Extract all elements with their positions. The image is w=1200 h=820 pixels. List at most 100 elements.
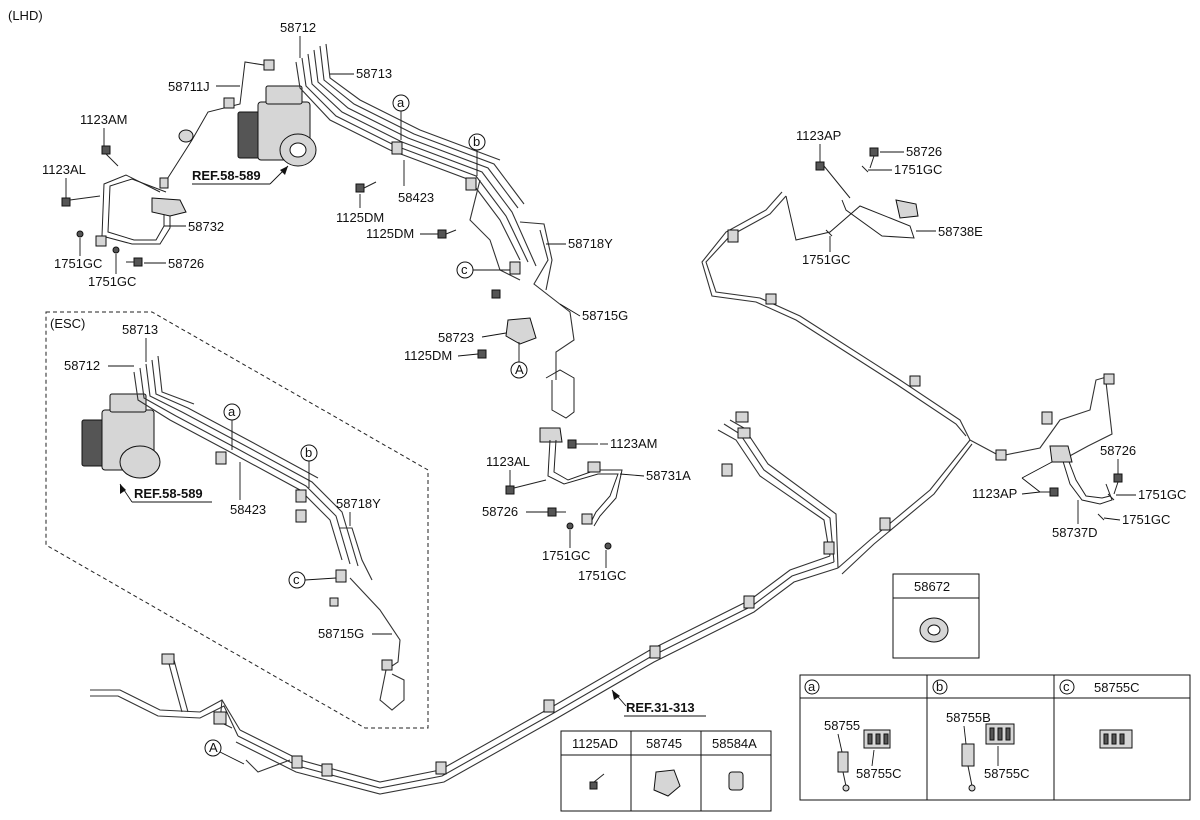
hose-58732 [101,174,171,245]
label-1123AM-mid: 1123AM [610,436,657,451]
esc-label: (ESC) [50,316,85,331]
label-1123AM-top: 1123AM [80,112,127,127]
svg-text:c: c [461,262,468,277]
bolt-1123AL-mid [505,479,547,495]
label-esc-58423: 58423 [230,502,266,517]
table-58672: 58672 [892,573,980,659]
plug-58584A [728,771,744,791]
label-1123AP-right: 1123AP [972,486,1017,501]
esc-region [45,311,429,729]
callout-b-main: b [468,133,486,176]
label-1125DM-3: 1125DM [404,348,452,363]
label-58726-tr: 58726 [906,144,942,159]
label-1751GC-l2: 1751GC [88,274,136,289]
svg-text:a: a [397,95,405,110]
label-58713: 58713 [356,66,392,81]
pipe-loop-mid [545,369,575,419]
label-1751GC-r1: 1751GC [1138,487,1186,502]
label-58711J: 58711J [168,79,210,94]
callout-c-main: c [456,261,510,279]
pipe-bundle-main [295,43,575,380]
svg-text:c: c [1063,679,1070,694]
label-58731A: 58731A [646,468,691,483]
clip-58755C-c [1099,729,1133,749]
bolt-58726-mid [547,507,566,517]
screw-1125AD [589,773,605,790]
bolt-1123AM-top [101,145,119,167]
callout-c-esc: c [288,571,337,589]
clip-58755C-a [863,729,891,749]
label-1123AL-mid: 1123AL [486,454,530,469]
label-1123AP-top: 1123AP [796,128,841,143]
label-58712: 58712 [280,20,316,35]
callout-a-main: a [392,94,410,140]
bracket-58755B [961,743,976,792]
cell-a-label-58755: 58755 [824,718,860,733]
label-58726-right: 58726 [1100,443,1136,458]
ref-hecu-esc: REF.58-589 [134,486,203,501]
grommet-58672 [919,617,949,643]
hecu-unit-esc [81,393,161,479]
label-esc-58712: 58712 [64,358,100,373]
label-58737D: 58737D [1052,525,1098,540]
label-1125DM-1: 1125DM [336,210,384,225]
svg-text:b: b [936,679,943,694]
clip-58745 [653,769,681,797]
label-1751GC-l1: 1751GC [54,256,102,271]
label-esc-58715G: 58715G [318,626,364,641]
table-fasteners-col-1: 1125AD [572,736,618,751]
table-clips-header-b: b [932,679,948,695]
cell-b-label-58755B: 58755B [946,710,991,725]
svg-text:A: A [209,740,218,755]
callout-A-bottom: A [204,739,245,765]
label-1123AL-top: 1123AL [42,162,86,177]
hose-58731A [547,439,619,525]
bolt-58726-left [126,257,143,267]
table-clips-header-c: c 58755C [1059,679,1140,695]
svg-text:c: c [293,572,300,587]
label-esc-58713: 58713 [122,322,158,337]
table-fasteners-col-2: 58745 [646,736,682,751]
callout-b-esc: b [300,444,318,488]
label-58723: 58723 [438,330,474,345]
callout-A-mid: A [510,342,528,379]
variant-label: (LHD) [8,8,43,23]
label-1751GC-m1: 1751GC [542,548,590,563]
pipe-run-right [701,191,1113,459]
bracket-mid [539,427,563,443]
pipe-bundle-esc [133,355,405,711]
label-1751GC-m2: 1751GC [578,568,626,583]
bolt-1125DM-1 [355,181,377,193]
ref-hecu-main: REF.58-589 [192,168,261,183]
bolt-1123AP-top [815,161,851,199]
bolt-58726-right [1113,473,1123,495]
ref-body: REF.31-313 [626,700,695,715]
cell-a-label-58755C: 58755C [856,766,902,781]
label-58718Y: 58718Y [568,236,613,251]
pipe-run-left [90,659,291,773]
label-58738E: 58738E [938,224,983,239]
label-esc-58718Y: 58718Y [336,496,381,511]
label-58732: 58732 [188,219,224,234]
clip-58755C-b [985,723,1015,745]
label-58726-left: 58726 [168,256,204,271]
svg-text:b: b [305,445,312,460]
table-fasteners-col-3: 58584A [712,736,757,751]
label-1125DM-2: 1125DM [366,226,414,241]
table-clips-header-c-text: 58755C [1094,680,1140,695]
table-clips-header-a: a [804,679,820,695]
hecu-unit-main [237,85,317,167]
bolt-1123AP-right [1040,487,1059,497]
bolt-58726-tr [869,147,879,169]
bracket-58723 [477,289,537,359]
bolt-1123AM-mid [567,439,598,449]
table-58672-header: 58672 [914,579,950,594]
label-58726-mid: 58726 [482,504,518,519]
callout-a-esc: a [223,403,241,450]
svg-text:a: a [808,679,816,694]
svg-text:a: a [228,404,236,419]
cell-b-label-58755C: 58755C [984,766,1030,781]
table-clips: a b c 58755C 58755 58755C 58755B [799,674,1191,801]
label-1751GC-tr1: 1751GC [894,162,942,177]
